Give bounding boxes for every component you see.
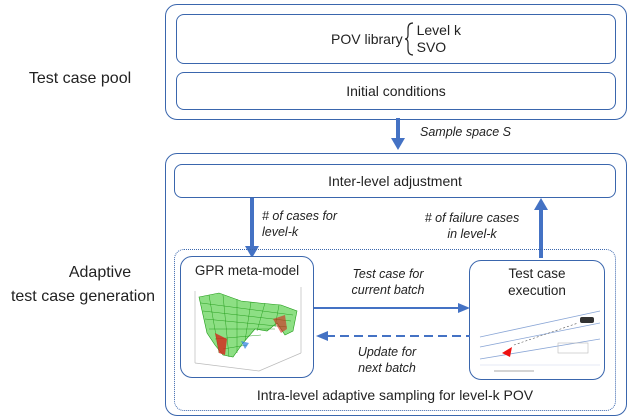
- gpr-surface-plot-icon: [194, 287, 302, 372]
- sample-space-label: Sample space S: [420, 125, 512, 139]
- curly-brace-icon: [404, 22, 413, 56]
- inter-level-adjustment-box[interactable]: Inter-level adjustment: [174, 164, 616, 198]
- initial-conditions-box[interactable]: Initial conditions: [176, 72, 616, 110]
- current-batch-label-line2: current batch: [351, 283, 425, 297]
- current-batch-label-line1: Test case for: [352, 267, 424, 281]
- pov-svo-item: SVO: [416, 39, 447, 55]
- test-case-execution-box[interactable]: Test case execution: [469, 260, 605, 380]
- cases-for-level-label-line1: # of cases for: [262, 209, 338, 223]
- test-case-execution-title-line2: execution: [508, 283, 566, 298]
- gpr-meta-model-title: GPR meta-model: [194, 263, 300, 278]
- test-case-execution-title-line1: Test case: [508, 266, 566, 281]
- next-batch-label-line2: next batch: [358, 361, 416, 375]
- inter-level-adjustment-label: Inter-level adjustment: [328, 173, 462, 189]
- next-batch-label-line1: Update for: [357, 345, 417, 359]
- failure-cases-label-line1: # of failure cases: [424, 211, 520, 225]
- sample-space-arrow: [391, 118, 405, 150]
- next-batch-arrow: [316, 331, 470, 341]
- gpr-meta-model-box[interactable]: GPR meta-model: [180, 256, 314, 378]
- pov-library-label: POV library: [331, 31, 403, 47]
- pov-level-k-item: Level k: [416, 22, 461, 38]
- test-case-pool-label: Test case pool: [28, 70, 132, 87]
- failure-cases-label-line2: in level-k: [447, 227, 497, 241]
- pov-library-box[interactable]: POV library Level k SVO: [176, 14, 616, 64]
- adaptive-label-line2: test case generation: [10, 288, 156, 305]
- intra-level-caption: Intra-level adaptive sampling for level-…: [256, 387, 534, 403]
- intra-level-region: [174, 249, 616, 411]
- cases-for-level-label-line2: level-k: [262, 225, 299, 239]
- initial-conditions-label: Initial conditions: [346, 83, 446, 99]
- adaptive-label-line1: Adaptive: [68, 264, 132, 281]
- traffic-scene-icon: [479, 310, 601, 372]
- current-batch-arrow: [314, 303, 470, 313]
